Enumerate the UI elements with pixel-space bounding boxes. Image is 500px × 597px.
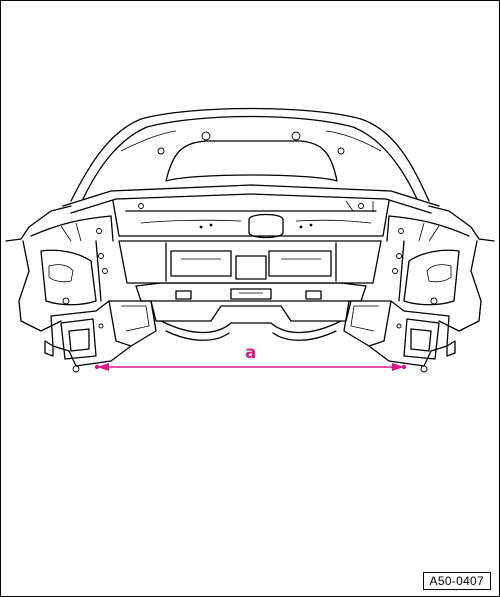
dimension-a: a [94,343,407,371]
right-longitudinal-member [343,300,456,373]
left-longitudinal-member [44,300,157,373]
dimension-arrow-left [97,363,109,371]
dimension-arrow-right [392,363,404,371]
reference-code: A50-0407 [422,572,491,590]
dimension-label: a [245,343,256,363]
left-side-structure [5,205,114,332]
center-lower-structure [118,240,382,341]
roof-outline [70,107,430,202]
measure-point-left [94,364,100,370]
right-side-structure [386,205,495,332]
measure-point-right [401,364,407,370]
rear-panel-top [62,184,440,239]
